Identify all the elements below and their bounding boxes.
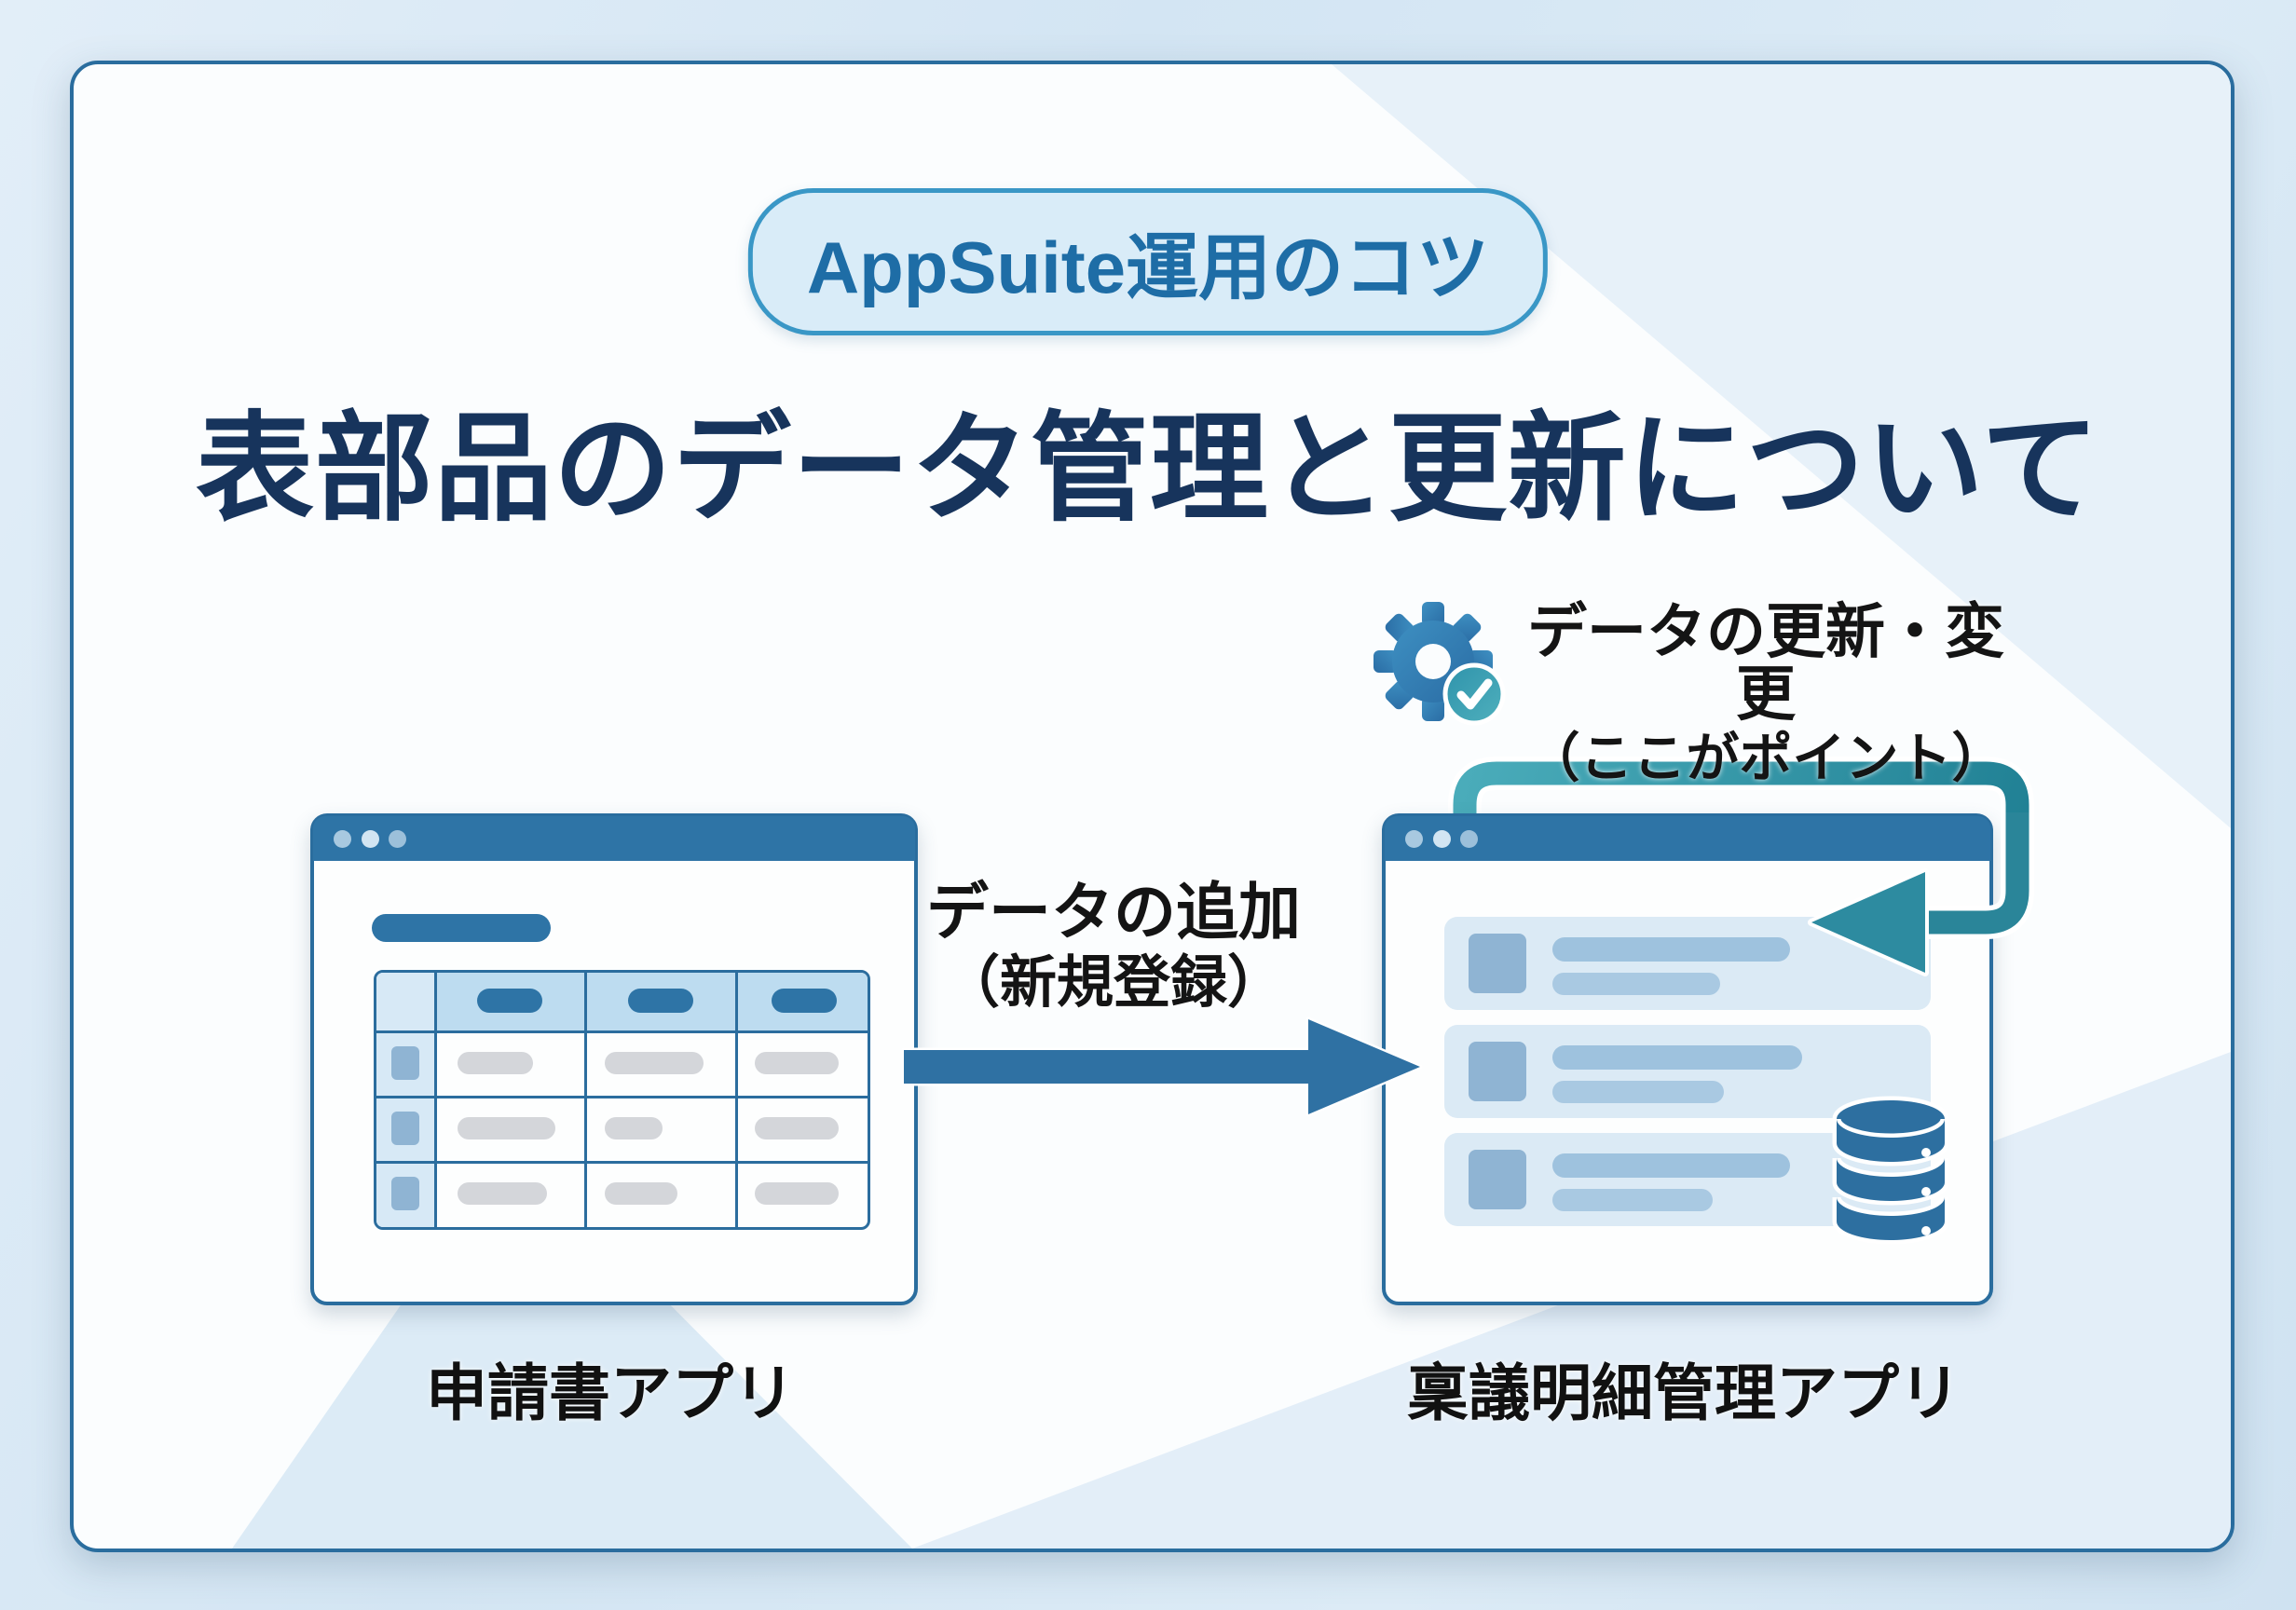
record-text-placeholder xyxy=(1552,937,1790,962)
record-text-placeholder xyxy=(1552,1045,1802,1070)
update-note-line1: データの更新・変更 xyxy=(1527,598,2004,729)
record-text-placeholder xyxy=(1552,973,1720,995)
update-note-line2: （ここがポイント） xyxy=(1526,729,2005,789)
page-title: 表部品のデータ管理と更新について xyxy=(195,402,2101,535)
table-part xyxy=(374,970,870,1230)
window-control-dot-icon xyxy=(1433,830,1451,848)
cell-placeholder xyxy=(458,1182,547,1205)
record-text-placeholder xyxy=(1552,1081,1724,1103)
update-note: データの更新・変更 （ここがポイント） xyxy=(1505,598,2027,793)
cell-placeholder xyxy=(605,1117,663,1139)
left-window-titlebar xyxy=(313,816,915,861)
column-header-placeholder xyxy=(628,989,693,1013)
window-control-dot-icon xyxy=(1405,830,1423,848)
cell-placeholder xyxy=(458,1117,555,1139)
table-grid-line xyxy=(584,973,587,1227)
window-control-dot-icon xyxy=(362,830,379,848)
record-text-placeholder xyxy=(1552,1153,1790,1178)
right-window-titlebar xyxy=(1385,816,1990,861)
row-handle xyxy=(391,1112,419,1145)
record-thumbnail xyxy=(1469,1150,1526,1209)
form-title-placeholder xyxy=(372,914,551,942)
window-control-dot-icon xyxy=(389,830,406,848)
cell-placeholder xyxy=(755,1182,839,1205)
window-control-dot-icon xyxy=(1460,830,1478,848)
record-text-placeholder xyxy=(1552,1189,1713,1211)
column-header-placeholder xyxy=(477,989,542,1013)
cell-placeholder xyxy=(755,1117,839,1139)
table-grid-line xyxy=(376,1030,868,1033)
table-grid-line xyxy=(376,1161,868,1164)
right-app-window xyxy=(1382,813,1993,1305)
record-list-item xyxy=(1444,917,1931,1010)
left-app-window xyxy=(310,813,918,1305)
record-thumbnail xyxy=(1469,934,1526,993)
table-grid-line xyxy=(735,973,738,1227)
right-app-caption: 稟議明細管理アプリ xyxy=(1407,1358,1961,1427)
database-icon xyxy=(1832,1096,1949,1245)
badge-appsuite-tips: AppSuite運用のコツ xyxy=(747,188,1549,335)
record-thumbnail xyxy=(1469,1042,1526,1101)
cell-placeholder xyxy=(605,1052,704,1074)
window-control-dot-icon xyxy=(334,830,351,848)
cell-placeholder xyxy=(605,1182,677,1205)
column-header-placeholder xyxy=(772,989,837,1013)
row-handle xyxy=(391,1046,419,1080)
add-flow-label: データの追加 （新規登録） xyxy=(843,880,1384,1020)
check-circle-icon xyxy=(1442,662,1506,726)
table-grid-line xyxy=(376,1096,868,1098)
cell-placeholder xyxy=(755,1052,839,1074)
add-flow-line1: データの追加 xyxy=(926,878,1301,948)
left-app-caption: 申請書アプリ xyxy=(426,1358,795,1427)
add-flow-line2: （新規登録） xyxy=(942,950,1284,1015)
cell-placeholder xyxy=(458,1052,533,1074)
row-handle xyxy=(391,1177,419,1210)
